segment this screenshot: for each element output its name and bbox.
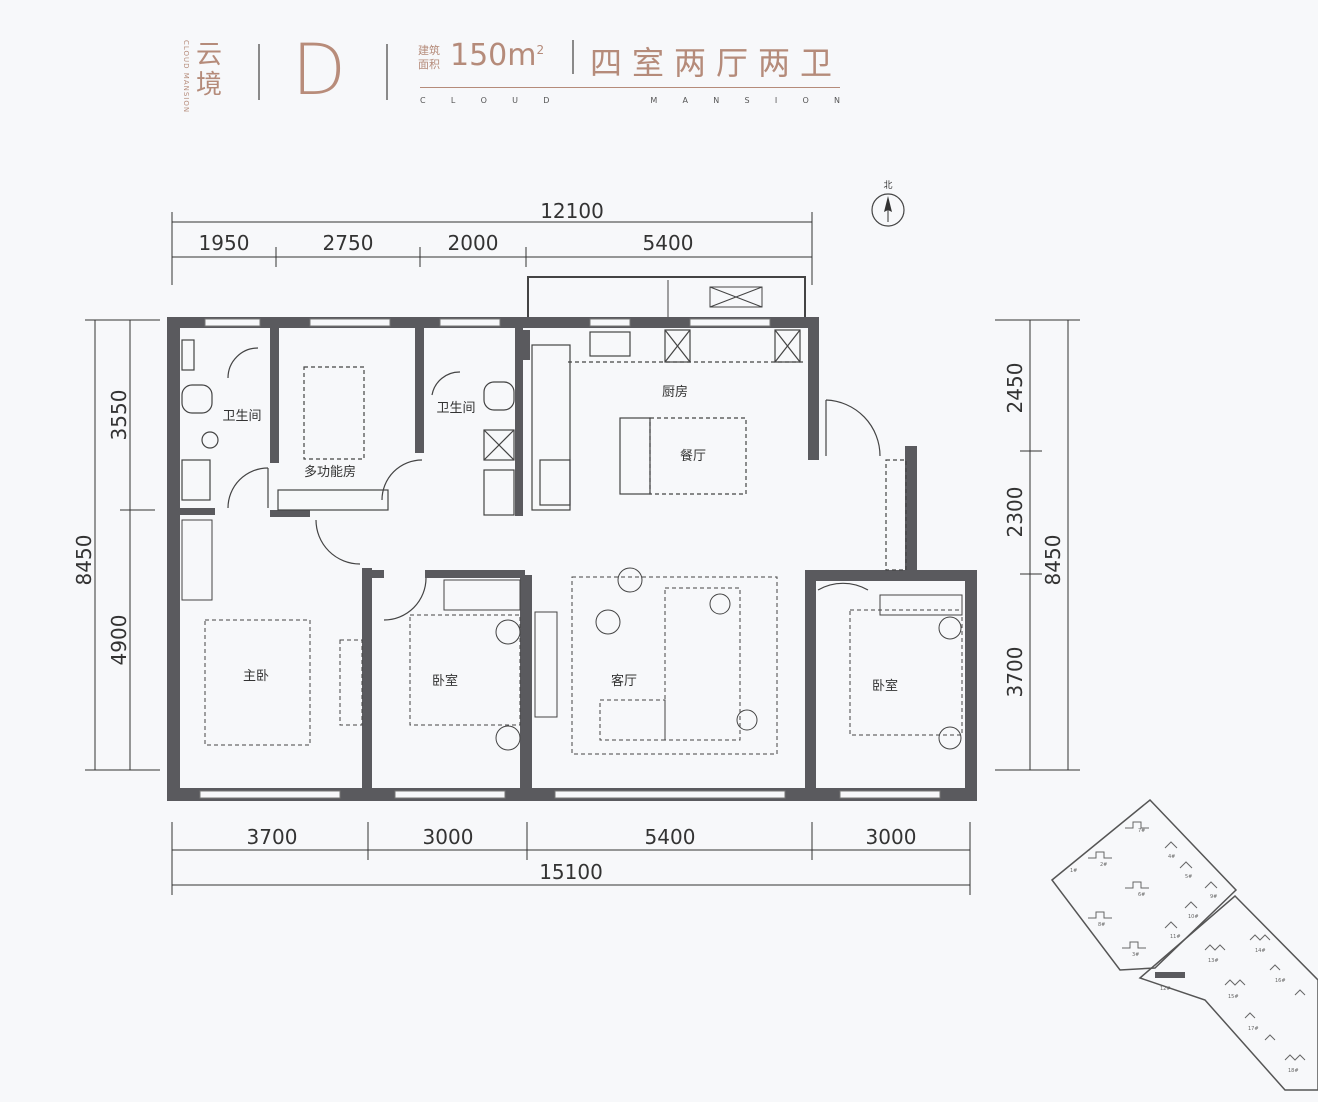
room-label-bed1: 卧室 <box>432 673 458 689</box>
dim-bottom-4: 3000 <box>866 825 917 849</box>
left-dimension-lines <box>85 319 160 771</box>
svg-text:4#: 4# <box>1168 854 1175 860</box>
doors <box>227 347 881 621</box>
svg-text:8#: 8# <box>1098 922 1105 928</box>
compass-label: 北 <box>883 180 892 191</box>
dim-bottom-3: 5400 <box>645 825 696 849</box>
divider <box>386 44 388 100</box>
room-label-bath1: 卫生间 <box>222 409 261 424</box>
windows <box>199 318 941 799</box>
bottom-dimension-lines <box>171 822 971 895</box>
dim-left-2: 4900 <box>107 615 131 666</box>
dim-top-1: 1950 <box>199 231 250 255</box>
svg-text:18#: 18# <box>1288 1068 1299 1074</box>
dim-right-total: 8450 <box>1041 535 1065 586</box>
room-label-master: 主卧 <box>243 669 269 684</box>
area-value: 150m2 <box>450 38 545 73</box>
svg-text:17#: 17# <box>1248 1026 1259 1032</box>
brand-name: 云境 <box>196 40 223 100</box>
dim-bottom-2: 3000 <box>423 825 474 849</box>
area-label: 建筑面积 <box>418 44 440 71</box>
svg-text:14#: 14# <box>1255 948 1266 954</box>
interior-walls <box>180 328 816 788</box>
dim-bottom-total: 15100 <box>539 860 603 884</box>
unit-letter: D <box>292 29 346 111</box>
furniture <box>181 519 963 755</box>
svg-text:1#: 1# <box>1070 868 1077 874</box>
dim-right-3: 3700 <box>1003 647 1027 698</box>
divider <box>258 44 260 100</box>
room-label-study: 多功能房 <box>304 464 356 480</box>
svg-text:5#: 5# <box>1185 874 1192 880</box>
room-label-bed2: 卧室 <box>872 678 898 694</box>
dim-top-4: 5400 <box>643 231 694 255</box>
brand-english-vertical: CLOUD MANSION <box>182 40 190 114</box>
room-label-dining: 餐厅 <box>680 448 706 464</box>
kitchen-balcony <box>527 276 806 320</box>
svg-text:2#: 2# <box>1100 862 1107 868</box>
right-dimension-lines <box>995 319 1080 771</box>
svg-text:10#: 10# <box>1188 914 1199 920</box>
dim-top-3: 2000 <box>448 231 499 255</box>
svg-text:9#: 9# <box>1210 894 1217 900</box>
dim-top-2: 2750 <box>323 231 374 255</box>
top-dimension-lines <box>171 212 813 285</box>
compass-icon: 北 <box>871 180 905 227</box>
room-label-bath2: 卫生间 <box>436 401 475 416</box>
dim-right-1: 2450 <box>1003 363 1027 414</box>
svg-text:7#: 7# <box>1138 828 1145 834</box>
room-label-living: 客厅 <box>611 673 637 689</box>
svg-text:13#: 13# <box>1208 958 1219 964</box>
fixtures <box>181 329 907 571</box>
site-plan: 7# 1# 2# 6# 8# 3# 4# 5# 9# 10# 11# 12# 1… <box>1050 798 1318 1091</box>
svg-text:12#: 12# <box>1160 986 1171 992</box>
svg-text:3#: 3# <box>1132 952 1139 958</box>
svg-text:15#: 15# <box>1228 994 1239 1000</box>
dim-left-1: 3550 <box>107 390 131 441</box>
svg-text:16#: 16# <box>1275 978 1286 984</box>
divider <box>572 40 574 74</box>
dim-left-total: 8450 <box>72 535 96 586</box>
svg-text:11#: 11# <box>1170 934 1181 940</box>
unit-type: 四室两厅两卫 <box>590 44 843 82</box>
dim-top-total: 12100 <box>540 199 604 223</box>
dim-bottom-1: 3700 <box>247 825 298 849</box>
header-underline <box>420 87 840 88</box>
svg-text:6#: 6# <box>1138 892 1145 898</box>
dim-right-2: 2300 <box>1003 487 1027 538</box>
room-label-kitchen: 厨房 <box>662 384 688 400</box>
